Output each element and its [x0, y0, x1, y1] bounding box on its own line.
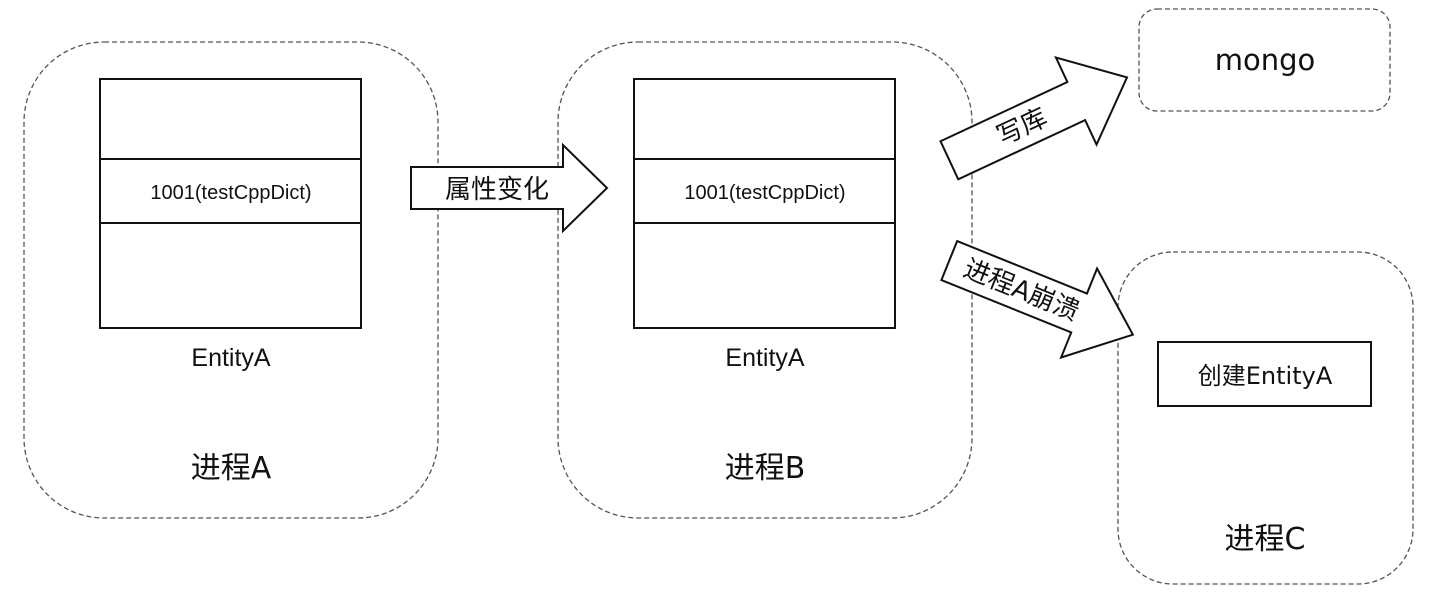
process-b-label: 进程B	[725, 451, 806, 486]
arrow-attr-change-label: 属性变化	[445, 175, 549, 205]
mongo-container	[1138, 8, 1391, 112]
arrow-right-icon	[410, 142, 609, 234]
arrow-diagonal-up-icon	[939, 56, 1129, 181]
entity-b-box: 1001(testCppDict)	[633, 78, 896, 329]
process-a-label: 进程A	[191, 451, 272, 486]
mongo-storage: mongo	[1138, 8, 1391, 112]
mongo-label: mongo	[1215, 43, 1316, 77]
entity-field: 1001(testCppDict)	[684, 182, 845, 204]
entity-name: EntityA	[725, 344, 805, 372]
entity-name: EntityA	[191, 344, 271, 372]
entity-a-box: 1001(testCppDict)	[99, 78, 362, 329]
process-b: 1001(testCppDict) EntityA 进程B	[557, 41, 973, 519]
entity-table	[633, 78, 896, 329]
process-c: 创建EntityA 进程C	[1117, 251, 1414, 585]
arrow-attr-change: 属性变化	[410, 142, 609, 234]
entity-table	[99, 78, 362, 329]
process-c-label: 进程C	[1225, 522, 1306, 557]
create-entity-box	[1157, 341, 1372, 407]
process-a: 1001(testCppDict) EntityA 进程A	[23, 41, 439, 519]
create-entity-label: 创建EntityA	[1198, 362, 1333, 390]
process-c-container	[1117, 251, 1414, 585]
entity-field: 1001(testCppDict)	[150, 182, 311, 204]
arrow-diagonal-down-icon	[940, 239, 1135, 360]
